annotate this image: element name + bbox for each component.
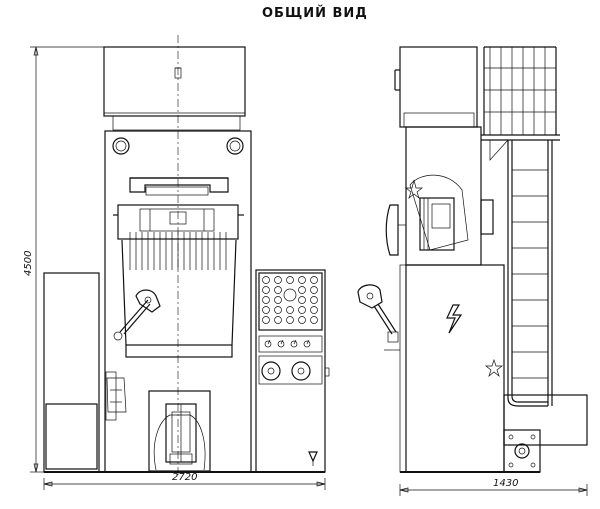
control-panel — [255, 269, 330, 473]
ladder-platform — [481, 46, 560, 407]
drawing-title: ОБЩИЙ ВИД — [262, 5, 368, 21]
side-motor-block — [503, 394, 588, 446]
side-upper-body — [405, 126, 482, 266]
dim-width-side: 1430 — [493, 478, 518, 489]
star-mark-upper — [405, 179, 423, 200]
side-lamp — [357, 284, 400, 351]
dim-height: 4500 — [23, 251, 34, 276]
bed-plate — [125, 344, 233, 358]
work-lamp — [113, 289, 161, 341]
front-dimensions: 2720 4500 — [23, 46, 326, 490]
indicator-panel — [258, 272, 323, 331]
ground-symbol — [308, 451, 318, 463]
knob-left — [261, 361, 281, 381]
wheel-right — [226, 137, 244, 155]
top-housing — [103, 46, 246, 117]
knob-right — [291, 361, 311, 381]
side-dimensions: 1430 — [399, 478, 588, 496]
dim-width-front: 2720 — [172, 472, 197, 483]
high-voltage-icon — [446, 304, 463, 334]
front-view — [103, 35, 252, 478]
side-view — [357, 46, 588, 473]
left-cabinet — [43, 272, 100, 473]
star-mark-lower — [485, 358, 503, 378]
lower-die-area — [148, 390, 211, 472]
wheel-left — [112, 137, 130, 155]
